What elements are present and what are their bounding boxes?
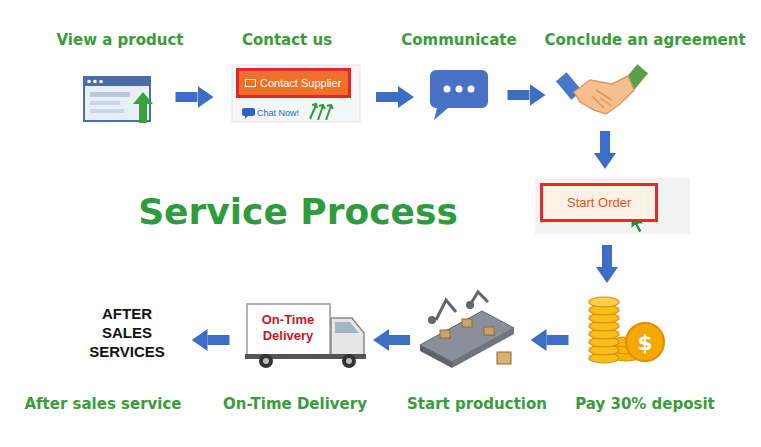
coins-icon-part bbox=[589, 297, 619, 307]
delivery-truck-icon-part bbox=[263, 358, 269, 364]
browser-icon-part bbox=[84, 77, 150, 86]
process-step: On-Time DeliveryOn-Time Delivery bbox=[245, 300, 367, 366]
flow-arrow bbox=[600, 131, 610, 153]
handshake-icon-part bbox=[574, 76, 634, 114]
step-caption: Pay 30% deposit bbox=[575, 395, 715, 413]
delivery-truck-icon bbox=[245, 304, 366, 368]
coins-icon bbox=[589, 297, 664, 363]
flow-arrow bbox=[602, 245, 612, 267]
illustration-part-part bbox=[318, 105, 325, 120]
chat-bubble-icon-part bbox=[444, 86, 451, 93]
production-line-icon-part bbox=[440, 330, 450, 338]
browser-icon-part bbox=[87, 80, 91, 84]
step-caption: View a product bbox=[56, 31, 183, 49]
flow-arrow bbox=[208, 335, 230, 345]
flow-arrow bbox=[547, 335, 569, 345]
step-caption: Contact us bbox=[242, 31, 332, 49]
production-line-icon-part bbox=[497, 352, 511, 364]
contact-screenshot bbox=[232, 65, 360, 122]
browser-icon-part bbox=[90, 109, 124, 113]
step-caption: After sales service bbox=[24, 395, 181, 413]
process-step: After sales serviceAFTER SALES SERVICES bbox=[78, 302, 178, 364]
handshake-icon-part bbox=[592, 90, 612, 108]
delivery-truck-icon-part bbox=[335, 322, 359, 333]
process-step: View a product bbox=[80, 72, 155, 124]
illustration-part bbox=[310, 104, 333, 120]
process-step: Pay 30% deposit$ bbox=[585, 292, 665, 366]
browser-icon bbox=[84, 77, 153, 123]
chat-link: Chat Now! bbox=[257, 108, 299, 118]
chat-bubble-icon-part bbox=[430, 70, 488, 120]
flow-arrow bbox=[389, 335, 410, 345]
step-caption: On-Time Delivery bbox=[223, 395, 367, 413]
process-step: Contact usContact SupplierChat Now! bbox=[232, 65, 360, 122]
process-step: Conclude an agreement bbox=[563, 62, 645, 120]
contact-button: Contact Supplier bbox=[236, 68, 351, 98]
delivery-truck-icon-part bbox=[331, 318, 364, 356]
flow-arrow bbox=[376, 92, 398, 102]
coins-icon-part bbox=[626, 323, 664, 361]
service-label: AFTER SALES SERVICES bbox=[81, 305, 173, 361]
flow-arrow bbox=[176, 92, 198, 102]
delivery-truck-icon-part bbox=[346, 358, 352, 364]
browser-icon-part bbox=[99, 80, 103, 84]
illustration-part-part bbox=[310, 104, 317, 119]
browser-icon-part bbox=[90, 92, 130, 97]
production-line-icon bbox=[420, 292, 514, 368]
chat-bubble-icon-part bbox=[456, 86, 463, 93]
browser-icon-part bbox=[90, 101, 120, 105]
delivery-truck-icon-part bbox=[259, 354, 273, 368]
process-step: Start Order bbox=[535, 178, 690, 234]
order-button: Start Order bbox=[540, 183, 658, 222]
illustration-part-part bbox=[326, 105, 333, 120]
currency-symbol: $ bbox=[637, 330, 652, 355]
production-line-icon-part bbox=[420, 345, 452, 368]
production-line-icon-part bbox=[428, 316, 436, 324]
truck-label: On-Time Delivery bbox=[251, 312, 325, 343]
diagram-title: Service Process bbox=[138, 191, 458, 232]
contact-screenshot-part bbox=[232, 65, 360, 122]
start-order-screenshot bbox=[535, 178, 690, 234]
production-line-icon-part bbox=[452, 328, 514, 368]
production-line-icon-part bbox=[462, 319, 472, 327]
chat-bubble-icon bbox=[430, 70, 488, 120]
start-order-screenshot-part bbox=[535, 178, 690, 234]
production-line-icon-part bbox=[466, 301, 474, 309]
contact-screenshot-part bbox=[242, 108, 255, 119]
flow-arrow bbox=[508, 90, 530, 100]
chat-bubble-icon-part bbox=[468, 86, 475, 93]
browser-icon-part bbox=[133, 92, 153, 123]
browser-icon-part bbox=[93, 80, 97, 84]
step-caption: Start production bbox=[407, 395, 547, 413]
step-caption: Communicate bbox=[401, 31, 516, 49]
production-line-icon-part bbox=[436, 292, 488, 320]
delivery-truck-icon-part bbox=[342, 354, 356, 368]
handshake-icon bbox=[556, 64, 648, 114]
step-caption: Conclude an agreement bbox=[544, 31, 745, 49]
process-step: Communicate bbox=[428, 68, 488, 120]
process-step: Start production bbox=[418, 290, 516, 370]
delivery-truck-icon-part bbox=[247, 304, 330, 356]
production-line-icon-part bbox=[484, 327, 494, 335]
